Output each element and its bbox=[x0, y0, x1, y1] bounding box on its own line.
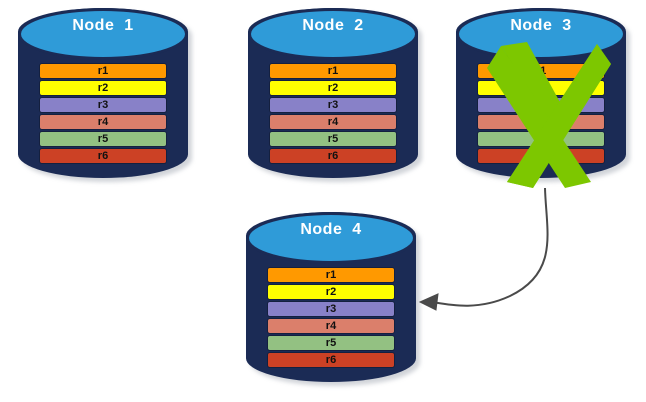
node-4-title: Node 4 bbox=[300, 221, 362, 238]
record-label-r3: r3 bbox=[535, 99, 547, 111]
record-bar-r2[interactable]: r2 bbox=[268, 285, 394, 299]
record-bar-r5[interactable]: r5 bbox=[478, 132, 604, 146]
record-bar-r2[interactable]: r2 bbox=[40, 81, 166, 95]
record-bar-r6[interactable]: r6 bbox=[268, 353, 394, 367]
node-3-title: Node 3 bbox=[510, 17, 572, 34]
record-bar-r5[interactable]: r5 bbox=[268, 336, 394, 350]
record-label-r2: r2 bbox=[97, 82, 109, 94]
record-bar-r6[interactable]: r6 bbox=[270, 149, 396, 163]
record-label-r4: r4 bbox=[535, 116, 547, 128]
record-label-r3: r3 bbox=[327, 99, 339, 111]
node-4-records: r1 r2 r3 r4 r5 r6 bbox=[268, 268, 394, 370]
record-bar-r5[interactable]: r5 bbox=[40, 132, 166, 146]
record-label-r2: r2 bbox=[325, 286, 337, 298]
record-label-r2: r2 bbox=[535, 82, 547, 94]
record-bar-r6[interactable]: r6 bbox=[40, 149, 166, 163]
record-label-r6: r6 bbox=[535, 150, 547, 162]
record-bar-r4[interactable]: r4 bbox=[268, 319, 394, 333]
record-label-r2: r2 bbox=[327, 82, 339, 94]
record-label-r1: r1 bbox=[97, 65, 109, 77]
node-1-top-disc bbox=[18, 8, 188, 60]
record-bar-r5[interactable]: r5 bbox=[270, 132, 396, 146]
node-3-records: r1 r2 r3 r4 r5 r6 bbox=[478, 64, 604, 166]
record-bar-r3[interactable]: r3 bbox=[40, 98, 166, 112]
record-label-r6: r6 bbox=[327, 150, 339, 162]
node-2-cylinder[interactable]: Node 2 r1 r2 r3 r4 r5 r6 bbox=[248, 8, 422, 182]
record-label-r5: r5 bbox=[97, 133, 109, 145]
record-bar-r3[interactable]: r3 bbox=[268, 302, 394, 316]
record-label-r4: r4 bbox=[327, 116, 339, 128]
record-bar-r1[interactable]: r1 bbox=[40, 64, 166, 78]
record-label-r1: r1 bbox=[535, 65, 547, 77]
record-bar-r6[interactable]: r6 bbox=[478, 149, 604, 163]
arrow-path bbox=[431, 187, 549, 307]
record-label-r1: r1 bbox=[325, 269, 337, 281]
record-label-r4: r4 bbox=[325, 320, 337, 332]
record-label-r5: r5 bbox=[327, 133, 339, 145]
node-4-top-disc bbox=[246, 212, 416, 264]
node-1-title: Node 1 bbox=[72, 17, 134, 34]
record-label-r6: r6 bbox=[97, 150, 109, 162]
node-2-top-disc bbox=[248, 8, 418, 60]
record-bar-r4[interactable]: r4 bbox=[40, 115, 166, 129]
arrow-head-icon bbox=[418, 293, 439, 311]
record-bar-r4[interactable]: r4 bbox=[478, 115, 604, 129]
node-4-cylinder[interactable]: Node 4 r1 r2 r3 r4 r5 r6 bbox=[246, 212, 420, 386]
record-bar-r1[interactable]: r1 bbox=[270, 64, 396, 78]
node-1-records: r1 r2 r3 r4 r5 r6 bbox=[40, 64, 166, 166]
record-label-r4: r4 bbox=[97, 116, 109, 128]
record-bar-r4[interactable]: r4 bbox=[270, 115, 396, 129]
record-bar-r3[interactable]: r3 bbox=[270, 98, 396, 112]
record-label-r5: r5 bbox=[325, 337, 337, 349]
record-label-r6: r6 bbox=[325, 354, 337, 366]
record-label-r1: r1 bbox=[327, 65, 339, 77]
node-1-cylinder[interactable]: Node 1 r1 r2 r3 r4 r5 r6 bbox=[18, 8, 192, 182]
record-label-r5: r5 bbox=[535, 133, 547, 145]
record-bar-r3[interactable]: r3 bbox=[478, 98, 604, 112]
record-label-r3: r3 bbox=[325, 303, 337, 315]
record-label-r3: r3 bbox=[97, 99, 109, 111]
node-3-cylinder[interactable]: Node 3 r1 r2 r3 r4 r5 r6 bbox=[456, 8, 630, 182]
node-2-records: r1 r2 r3 r4 r5 r6 bbox=[270, 64, 396, 166]
record-bar-r2[interactable]: r2 bbox=[270, 81, 396, 95]
node-2-title: Node 2 bbox=[302, 17, 364, 34]
record-bar-r1[interactable]: r1 bbox=[478, 64, 604, 78]
record-bar-r1[interactable]: r1 bbox=[268, 268, 394, 282]
record-bar-r2[interactable]: r2 bbox=[478, 81, 604, 95]
